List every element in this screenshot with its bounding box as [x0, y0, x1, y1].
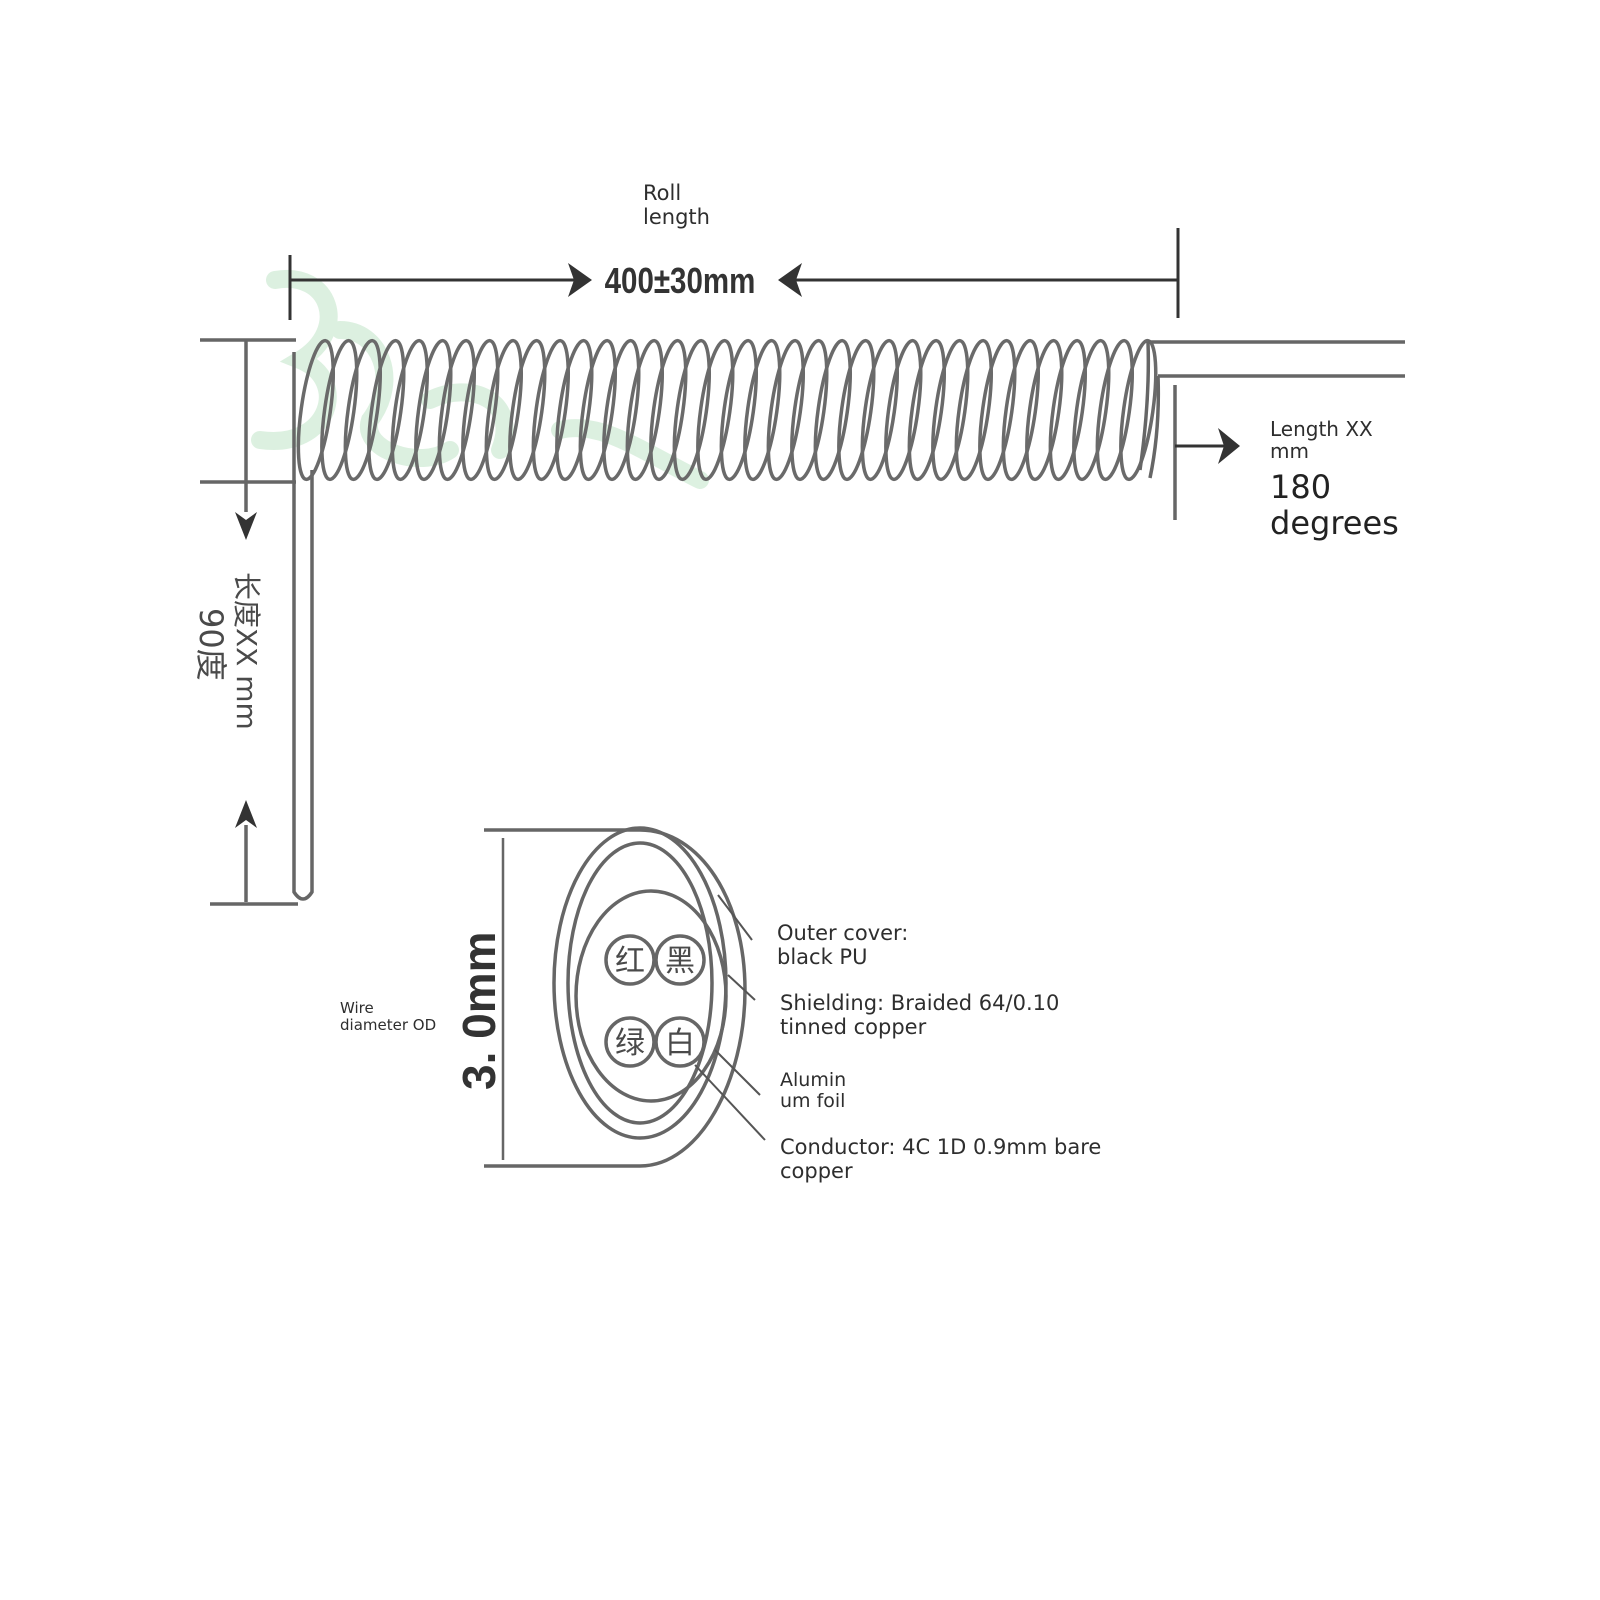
coil-loop: [1048, 338, 1087, 482]
coil-loop: [1001, 338, 1040, 482]
coil-loop: [320, 338, 359, 482]
left-horizontal-tail: [200, 338, 296, 484]
coil-loop: [719, 338, 758, 482]
coil-loop: [367, 338, 406, 482]
coil-loop: [343, 338, 382, 482]
left-vertical-tail: [210, 340, 314, 906]
outer-cover-callout: Outer cover: black PU: [777, 921, 909, 969]
shielding-callout: Shielding: Braided 64/0.10 tinned copper: [780, 991, 1060, 1039]
coil-loop: [437, 338, 476, 482]
coil-loop: [484, 338, 523, 482]
coil-loop: [954, 338, 993, 482]
conductor-callout: Conductor: 4C 1D 0.9mm bare copper: [780, 1135, 1102, 1183]
coil-loop: [461, 338, 500, 482]
coil-loop: [766, 338, 805, 482]
coil-loop: [790, 338, 829, 482]
diameter-value: 3. 0mm: [453, 931, 505, 1090]
coil-loop: [813, 338, 852, 482]
core-label: 黑: [665, 944, 695, 979]
coil-spring: [296, 338, 1158, 482]
core-label: 绿: [615, 1026, 645, 1061]
coil-loop: [625, 338, 664, 482]
coil-loop: [884, 338, 923, 482]
coil-loop: [978, 338, 1017, 482]
angle-label: 180 degrees: [1270, 468, 1399, 542]
coil-loop: [696, 338, 735, 482]
coil-loop: [743, 338, 782, 482]
diameter-label: Wire diameter OD: [340, 999, 437, 1034]
coil-loop: [1095, 338, 1134, 482]
right-horizontal-tail: [1138, 340, 1405, 520]
coil-loop: [414, 338, 453, 482]
left-length-label: 长度XX mm: [230, 572, 263, 730]
conductor-cores: 红黑绿白: [604, 934, 706, 1068]
coil-loop: [672, 338, 711, 482]
right-arrow-icon: [1175, 428, 1240, 464]
right-length-label: Length XX mm: [1270, 417, 1373, 464]
foil-callout: Alumin um foil: [780, 1069, 847, 1113]
coil-loop: [931, 338, 970, 482]
coil-loop: [649, 338, 688, 482]
coil-loop: [508, 338, 547, 482]
core-circle: [654, 1016, 706, 1068]
coil-loop: [1072, 338, 1111, 482]
coil-loop: [1025, 338, 1064, 482]
callout-leaders: [694, 894, 766, 1141]
coil-loop: [1119, 338, 1158, 482]
coil-loop: [837, 338, 876, 482]
coil-loop: [578, 338, 617, 482]
coil-loop: [602, 338, 641, 482]
core-circle: [604, 934, 656, 986]
coil-loop: [555, 338, 594, 482]
coil-loop: [390, 338, 429, 482]
core-label: 白: [665, 1026, 695, 1061]
roll-length-dimension: [288, 228, 1180, 320]
core-circle: [604, 1016, 656, 1068]
coil-loop: [860, 338, 899, 482]
coil-loop: [907, 338, 946, 482]
core-label: 红: [615, 944, 645, 979]
coil-loop: [296, 338, 335, 482]
roll-length-value: 400±30mm: [605, 260, 756, 300]
roll-length-label: Roll length: [643, 181, 710, 229]
coil-loop: [531, 338, 570, 482]
left-angle-label: 90度: [192, 608, 230, 681]
cable-cross-section: [484, 826, 747, 1168]
down-arrow-icon: [235, 512, 257, 540]
up-arrow-icon: [235, 800, 257, 828]
core-circle: [654, 934, 706, 986]
